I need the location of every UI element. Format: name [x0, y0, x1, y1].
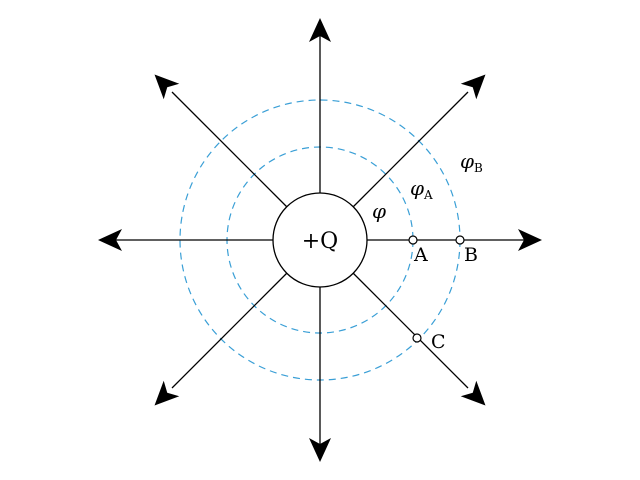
point-a-label: A [413, 244, 428, 266]
potential-a-subscript: A [423, 188, 433, 202]
arrowhead-left [98, 229, 122, 251]
field-lines [110, 30, 530, 450]
potential-b-label: φB [460, 149, 483, 175]
field-line-up-left [171, 91, 288, 208]
point-c-marker [412, 333, 422, 343]
charge-label: +Q [302, 229, 338, 254]
point-b-label: B [464, 244, 478, 266]
point-b-marker [455, 235, 465, 245]
potential-b-subscript: B [474, 161, 483, 175]
arrowhead-up-right [460, 74, 486, 100]
arrowhead-down-left [154, 380, 180, 406]
arrowhead-up-left [154, 74, 180, 100]
potential-label: φ [372, 199, 386, 223]
field-line-down-right [352, 272, 469, 389]
arrowhead-up [309, 18, 331, 42]
point-c-label: C [431, 331, 446, 353]
charge-circle [272, 192, 368, 288]
arrowhead-right [518, 229, 542, 251]
potential-a-symbol: φ [410, 176, 424, 200]
arrowhead-down [309, 438, 331, 462]
arrowhead-down-right [460, 380, 486, 406]
arrowheads [98, 18, 542, 462]
field-line-down-left [171, 272, 288, 389]
potential-b-symbol: φ [460, 149, 474, 173]
potential-a-label: φA [410, 176, 433, 202]
point-a-marker [408, 235, 418, 245]
field-line-up-right [352, 91, 469, 208]
